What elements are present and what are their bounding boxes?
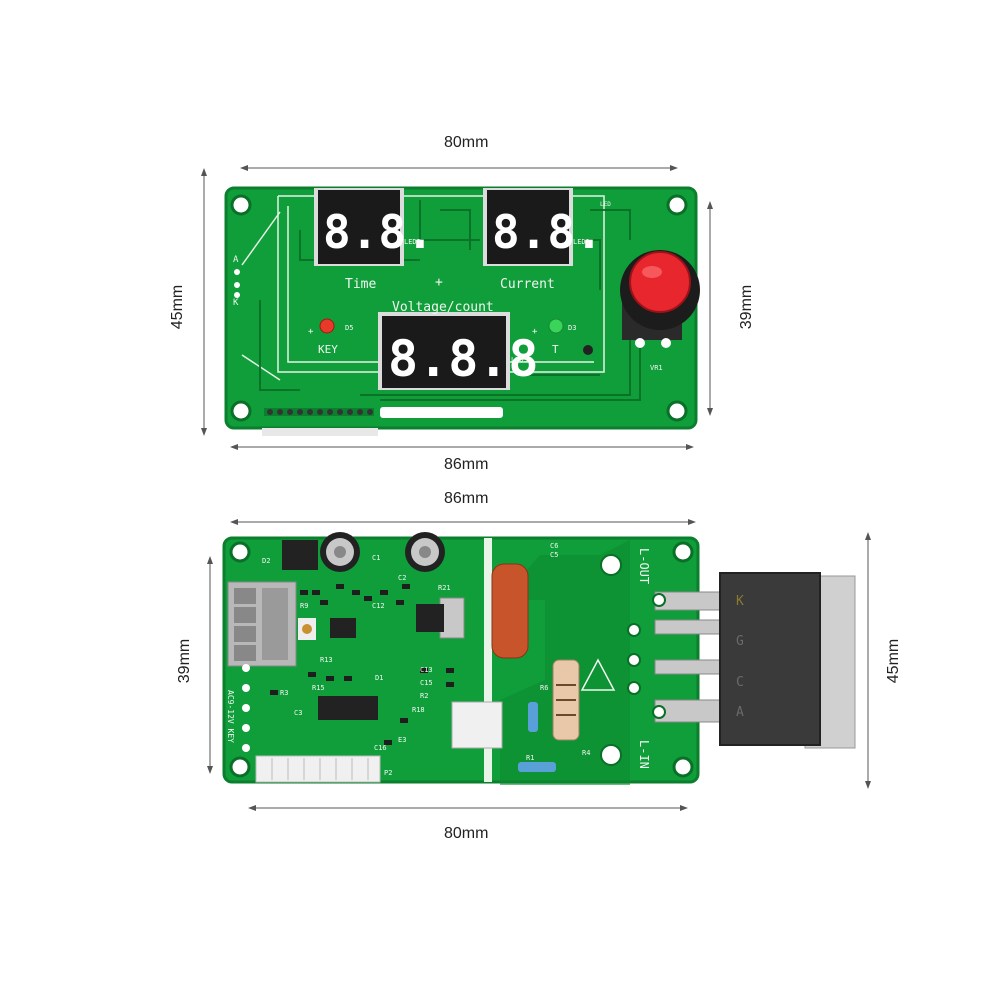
silk-c6: C6: [550, 542, 558, 550]
capacitor-left: [320, 532, 360, 572]
label-plus-left: +: [308, 327, 314, 337]
module-letter-c: C: [736, 675, 744, 690]
label-vr1: VR1: [650, 364, 663, 372]
display-time-digits: 8.8.: [323, 205, 434, 259]
silk-r1: R1: [526, 754, 534, 762]
silk-c12: C12: [372, 602, 385, 610]
silk-r13: R13: [320, 656, 333, 664]
mounting-holes: [230, 194, 688, 422]
label-d3: D3: [568, 324, 576, 332]
ic-main: [318, 696, 378, 720]
scr-module: [719, 572, 821, 746]
display-voltage: 8.8.8: [378, 312, 539, 390]
label-l-in: L-IN: [637, 740, 651, 769]
silk-d1: D1: [375, 674, 383, 682]
label-side-k: K: [233, 298, 239, 308]
label-l-out: L-OUT: [637, 548, 651, 584]
label-voltage: Voltage/count: [392, 300, 494, 315]
display-voltage-digits: 8.8.8: [388, 330, 539, 388]
label-time: Time: [345, 277, 376, 292]
silk-r9: R9: [300, 602, 308, 610]
label-side-a: A: [233, 255, 239, 265]
display-time: 8.8.: [314, 188, 434, 266]
silk-d2: D2: [262, 557, 270, 565]
silk-r4: R4: [582, 749, 590, 757]
silk-e3: E3: [398, 736, 406, 744]
led-key-red: [319, 318, 335, 334]
module-letter-k: K: [736, 594, 744, 609]
silk-c13: C13: [420, 666, 433, 674]
silk-r3: R3: [280, 689, 288, 697]
label-led-top: LED: [600, 201, 611, 208]
top-board: 8.8. 8.8. 8.8.8 Time + Current Voltage/c…: [224, 186, 700, 436]
label-led3: LED3: [511, 356, 528, 364]
display-current-digits: 8.8.: [492, 205, 603, 259]
led-t-green: [548, 318, 564, 334]
silk-p2: P2: [384, 769, 392, 777]
silk-c3: C3: [294, 709, 302, 717]
silk-c1: C1: [372, 554, 380, 562]
silk-r6: R6: [540, 684, 548, 692]
label-d5: D5: [345, 324, 353, 332]
silk-c15: C15: [420, 679, 433, 687]
label-plus: +: [435, 275, 443, 290]
label-key: KEY: [318, 343, 338, 356]
bottom-board: K G C A L-OUT L-IN: [222, 532, 856, 785]
label-t: T: [552, 343, 559, 356]
dimension-arrows: [201, 165, 871, 811]
header-pins: [264, 408, 374, 416]
dim-top-bottom-width: 86mm: [444, 456, 489, 473]
silk-c2: C2: [398, 574, 406, 582]
silk-r2: R2: [420, 692, 428, 700]
dim-bottom-top-width: 86mm: [444, 490, 489, 507]
label-plus-right: +: [532, 327, 538, 337]
potentiometer-knob[interactable]: [620, 250, 700, 340]
capacitor-right: [405, 532, 445, 572]
silk-r18: R18: [412, 706, 425, 714]
silk-r15: R15: [312, 684, 325, 692]
module-letter-a: A: [736, 705, 744, 720]
silk-c5: C5: [550, 551, 558, 559]
terminal-block: [227, 581, 297, 667]
silk-c16: C16: [374, 744, 387, 752]
connector-strip: [255, 755, 381, 783]
dim-bottom-bottom-width: 80mm: [444, 825, 489, 842]
dim-top-width: 80mm: [444, 134, 489, 151]
label-led2: LED2: [404, 238, 421, 246]
film-capacitor: [491, 563, 529, 659]
label-led1: LED1: [573, 238, 590, 246]
label-ac-key: AC9-12V KEY: [226, 690, 235, 743]
optocoupler: [451, 701, 503, 749]
label-current: Current: [500, 277, 555, 292]
module-letter-g: G: [736, 634, 744, 649]
silk-r21: R21: [438, 584, 451, 592]
display-current: 8.8.: [483, 188, 603, 266]
